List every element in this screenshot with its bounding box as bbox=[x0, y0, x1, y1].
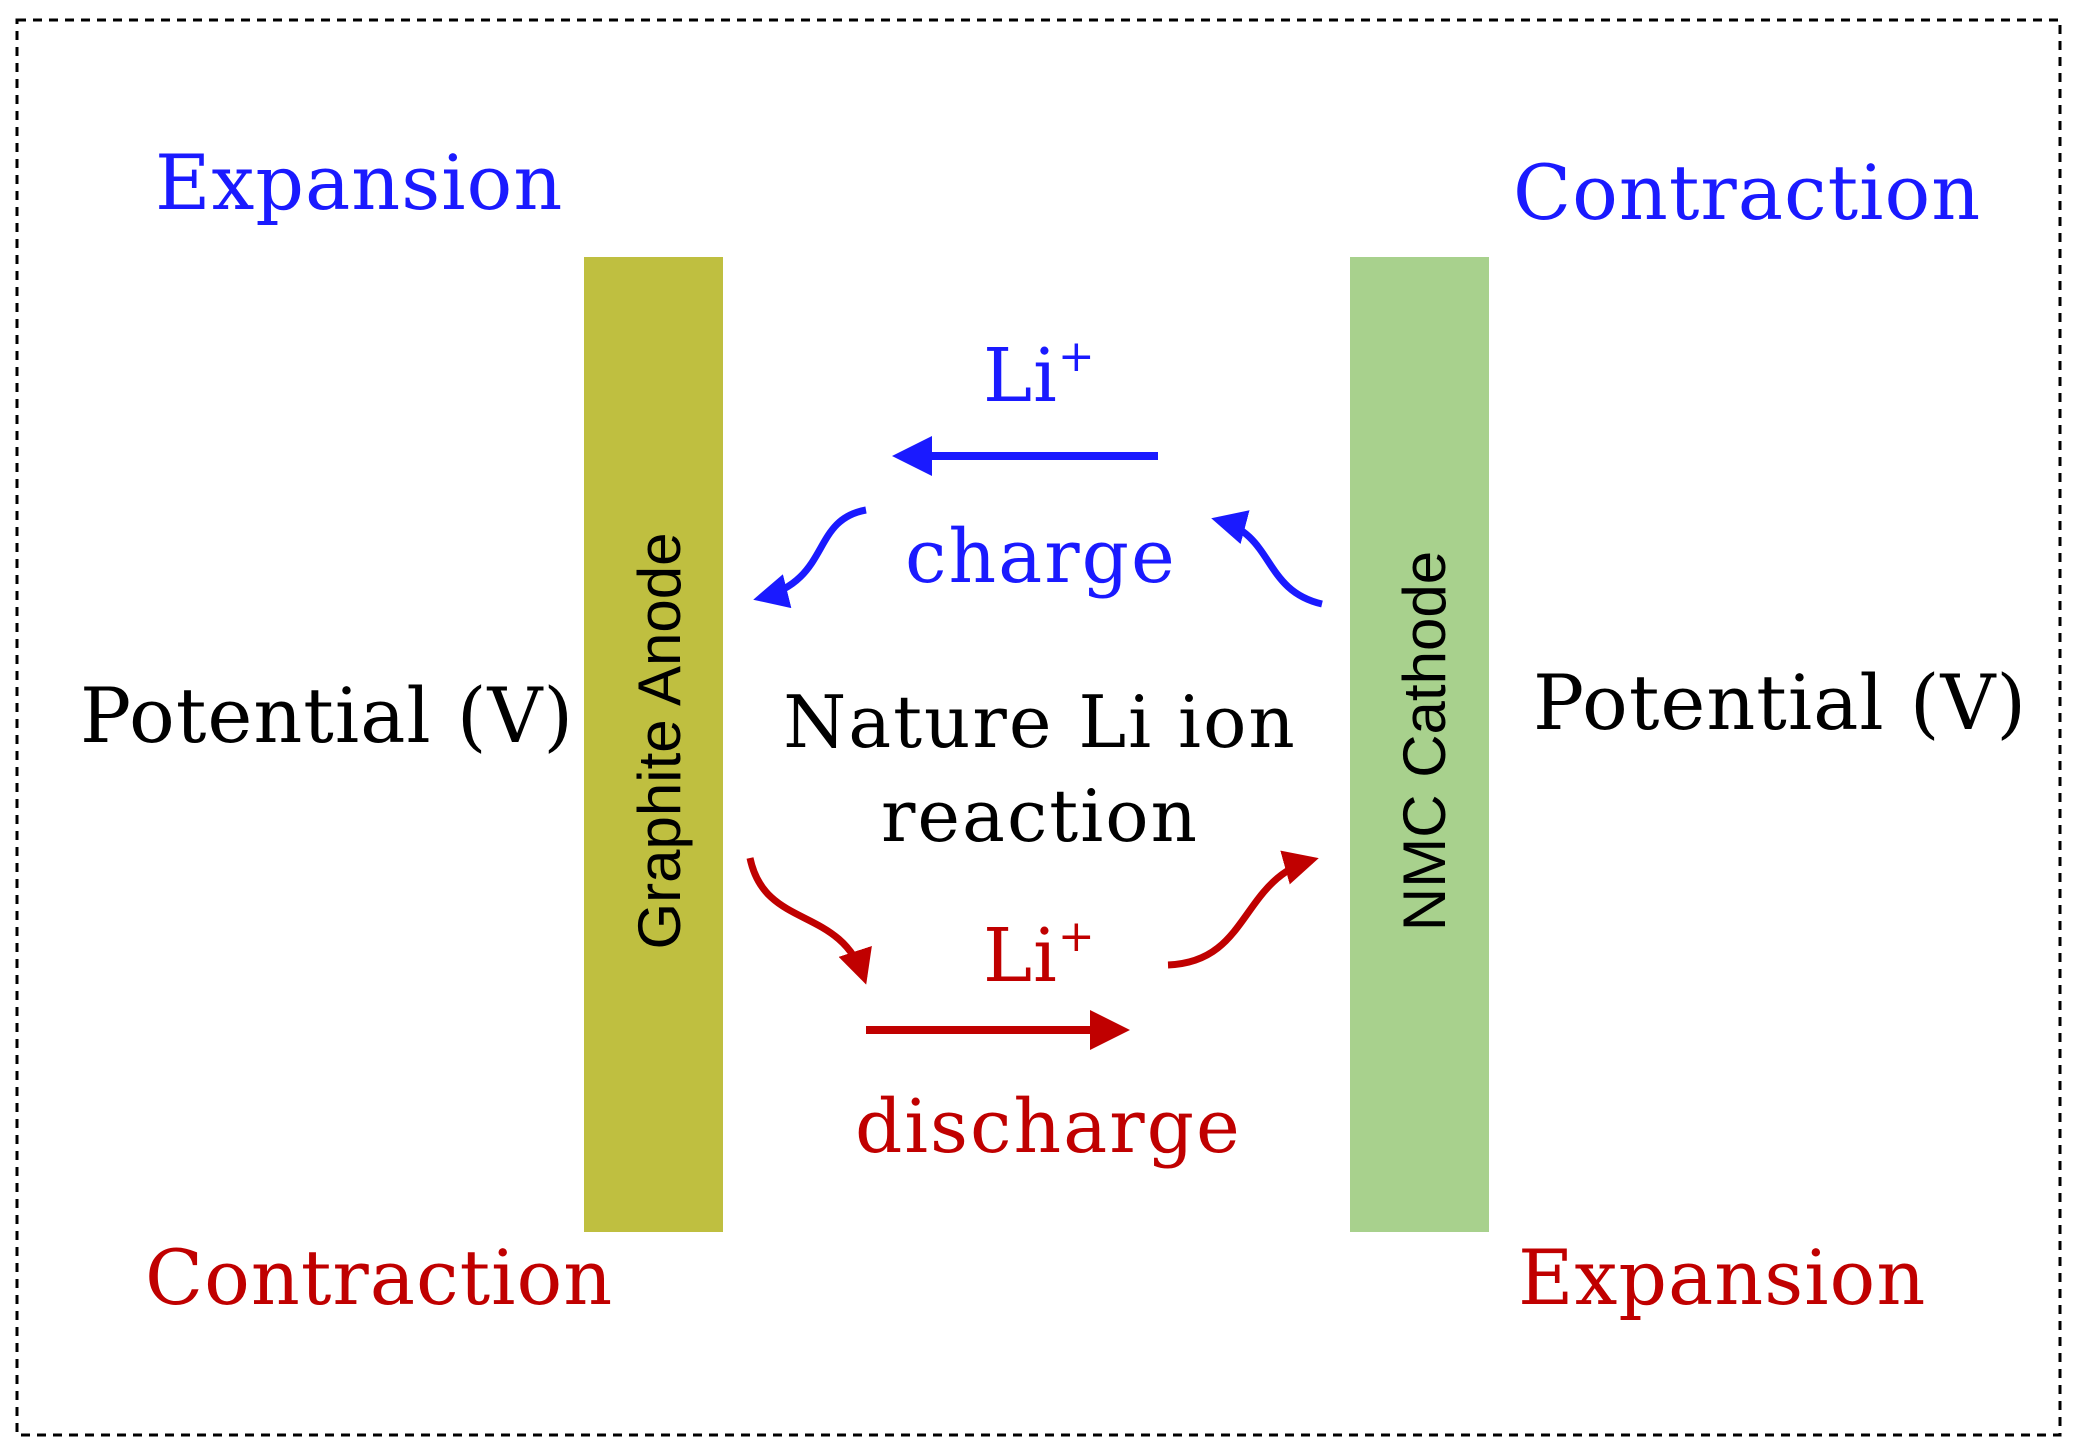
discharge-curved-arrow-right bbox=[1167, 850, 1319, 969]
nmc-cathode-bar bbox=[1350, 257, 1489, 1232]
discharge-ion-label: Li+ bbox=[983, 915, 1096, 994]
dashed-border bbox=[15, 18, 2062, 1437]
anode-top-label: Expansion bbox=[155, 138, 564, 227]
cathode-top-label: Contraction bbox=[1513, 148, 1982, 237]
center-title: Nature Li ion reaction bbox=[783, 680, 1297, 858]
charge-ion-superscript: + bbox=[1057, 331, 1096, 382]
charge-curved-arrow-right bbox=[1211, 510, 1323, 608]
discharge-label: discharge bbox=[855, 1084, 1242, 1170]
discharge-ion-symbol: Li bbox=[983, 913, 1058, 999]
graphite-anode-bar bbox=[584, 257, 723, 1232]
charge-label: charge bbox=[905, 514, 1177, 600]
cathode-potential-label: Potential (V) bbox=[1533, 658, 2028, 747]
charge-curved-arrow-left bbox=[753, 506, 867, 609]
anode-potential-label: Potential (V) bbox=[80, 671, 575, 760]
anode-bottom-label: Contraction bbox=[145, 1233, 614, 1322]
discharge-ion-superscript: + bbox=[1057, 911, 1096, 962]
cathode-bottom-label: Expansion bbox=[1518, 1233, 1927, 1322]
discharge-curved-arrow-left bbox=[746, 857, 872, 985]
anode-label: Graphite Anode bbox=[626, 532, 693, 950]
charge-ion-symbol: Li bbox=[983, 333, 1058, 419]
charge-ion-label: Li+ bbox=[983, 335, 1096, 414]
cathode-label: NMC Cathode bbox=[1391, 550, 1458, 932]
